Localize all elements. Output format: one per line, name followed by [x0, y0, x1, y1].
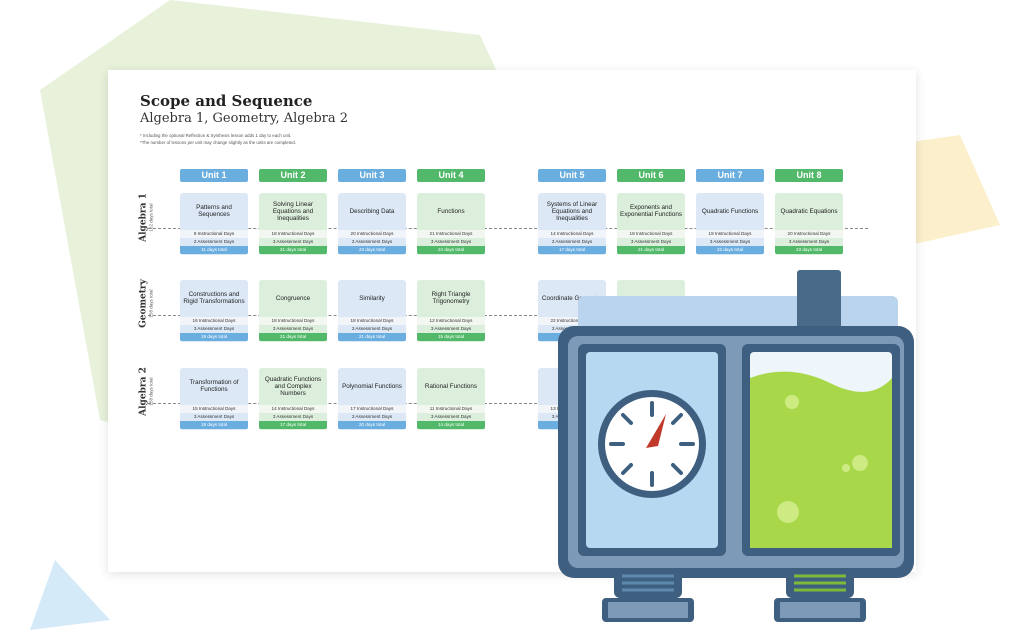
- card-algebra1-unit5: Systems of Linear Equations and Inequali…: [538, 193, 606, 255]
- unit-header-4: Unit 4: [417, 169, 485, 182]
- unit-header-5: Unit 5: [538, 169, 606, 182]
- footnote-reflection: * Including the optional Reflection & Sy…: [140, 133, 292, 138]
- unit-header-8: Unit 8: [775, 169, 843, 182]
- timer-liquid-tank-icon: [558, 270, 914, 622]
- card-algebra1-unit2: Solving Linear Equations and Inequalitie…: [259, 193, 327, 255]
- unit-header-6: Unit 6: [617, 169, 685, 182]
- row-divider-algebra-2: [148, 403, 868, 404]
- unit-header-2: Unit 2: [259, 169, 327, 182]
- document-subtitle: Algebra 1, Geometry, Algebra 2: [140, 111, 349, 126]
- unit-header-1: Unit 1: [180, 169, 248, 182]
- row-divider-algebra-1: [148, 228, 868, 229]
- background-yellow-shape: [890, 135, 1000, 245]
- background-blue-triangle: [30, 560, 110, 630]
- unit-header-3: Unit 3: [338, 169, 406, 182]
- footnote-lessons: *The number of lessons per unit may chan…: [140, 140, 296, 145]
- document-title: Scope and Sequence: [140, 92, 313, 110]
- unit-header-7: Unit 7: [696, 169, 764, 182]
- row-divider-geometry: [148, 315, 868, 316]
